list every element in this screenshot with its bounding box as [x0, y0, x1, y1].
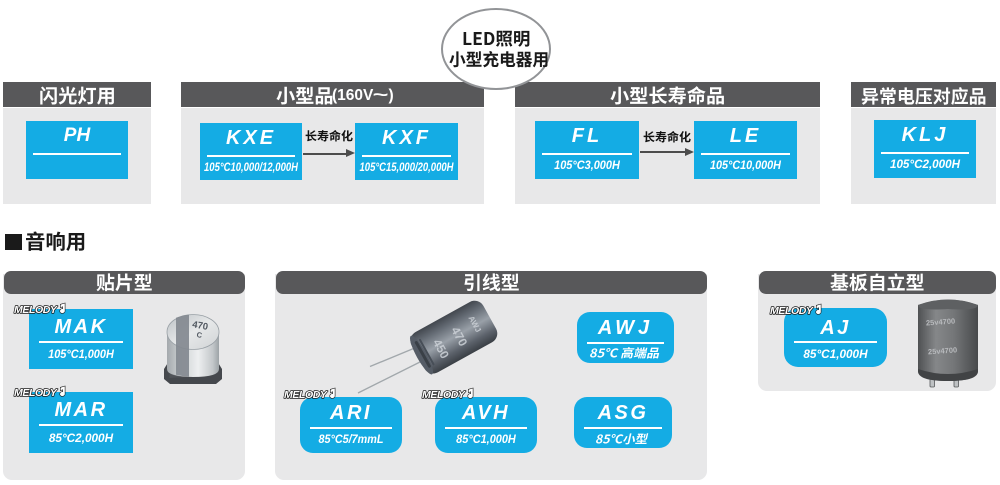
svg-text:C: C	[196, 330, 203, 340]
svg-text:MELODY: MELODY	[284, 389, 328, 401]
svg-text:MELODY: MELODY	[770, 305, 814, 317]
svg-text:MELODY: MELODY	[14, 304, 58, 316]
svg-text:470: 470	[191, 319, 209, 333]
svg-text:MELODY: MELODY	[14, 387, 58, 399]
svg-text:25v4700: 25v4700	[926, 316, 956, 327]
svg-text:MELODY: MELODY	[422, 389, 466, 401]
svg-text:25v4700: 25v4700	[928, 345, 958, 356]
